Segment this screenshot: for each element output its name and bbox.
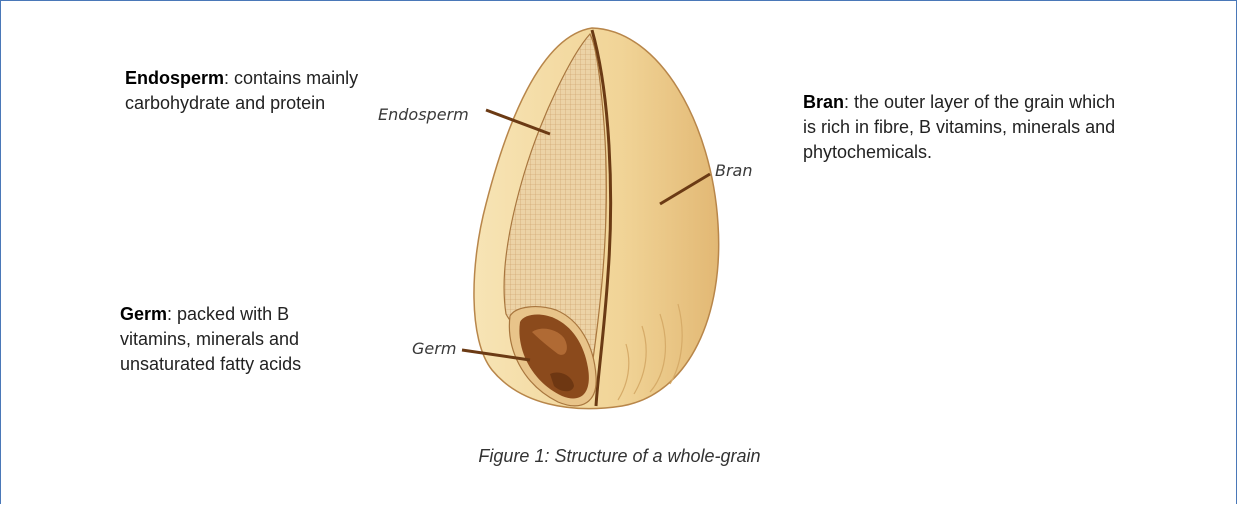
bran-description: Bran: the outer layer of the grain which… bbox=[803, 90, 1133, 165]
diagram-label-endosperm: Endosperm bbox=[378, 105, 469, 124]
bran-text: : the outer layer of the grain which is … bbox=[803, 92, 1115, 162]
endosperm-description: Endosperm: contains mainly carbohydrate … bbox=[125, 66, 360, 116]
diagram-label-bran: Bran bbox=[715, 161, 753, 180]
whole-grain-diagram: Endosperm Bran Germ bbox=[360, 14, 780, 414]
figure-caption: Figure 1: Structure of a whole-grain bbox=[0, 446, 1239, 467]
germ-description: Germ: packed with B vitamins, minerals a… bbox=[120, 302, 360, 377]
germ-term: Germ bbox=[120, 304, 167, 324]
bran-term: Bran bbox=[803, 92, 844, 112]
diagram-label-germ: Germ bbox=[412, 339, 456, 358]
endosperm-term: Endosperm bbox=[125, 68, 224, 88]
